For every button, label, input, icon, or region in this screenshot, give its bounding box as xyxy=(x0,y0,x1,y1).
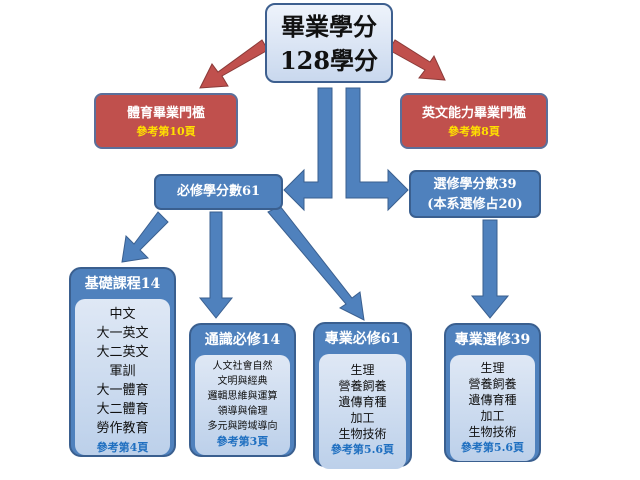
arrow-to-elective xyxy=(345,87,409,212)
major-required-card: 專業必修61 生理 營養飼養 遺傳育種 加工 生物技術 參考第5.6頁 xyxy=(313,322,412,469)
arrow-to-basic xyxy=(121,211,169,263)
arrow-to-pe xyxy=(199,39,269,89)
arrow-to-general xyxy=(198,211,234,319)
total-credits-box: 畢業學分 128學分 xyxy=(265,3,393,83)
arrow-to-major-required xyxy=(267,205,365,321)
major-required-list: 生理 營養飼養 遺傳育種 加工 生物技術 參考第5.6頁 xyxy=(319,354,406,469)
pe-threshold-box: 體育畢業門檻 參考第10頁 xyxy=(94,93,238,149)
arrow-to-required xyxy=(283,87,333,212)
basic-courses-card: 基礎課程14 中文 大一英文 大二英文 軍訓 大一體育 大二體育 勞作教育 參考… xyxy=(69,267,176,457)
elective-credits-box: 選修學分數39 (本系選修占20) xyxy=(409,170,541,218)
major-elective-list: 生理 營養飼養 遺傳育種 加工 生物技術 參考第5.6頁 xyxy=(450,355,535,461)
basic-courses-list: 中文 大一英文 大二英文 軍訓 大一體育 大二體育 勞作教育 參考第4頁 xyxy=(75,299,170,455)
english-threshold-box: 英文能力畢業門檻 參考第8頁 xyxy=(400,93,548,149)
major-elective-card: 專業選修39 生理 營養飼養 遺傳育種 加工 生物技術 參考第5.6頁 xyxy=(444,323,541,462)
arrow-to-major-elective xyxy=(470,219,510,319)
general-education-card: 通識必修14 人文社會自然 文明與經典 邏輯思維與運算 領導與倫理 多元與跨域導… xyxy=(189,323,296,457)
general-education-list: 人文社會自然 文明與經典 邏輯思維與運算 領導與倫理 多元與跨域導向 參考第3頁 xyxy=(195,355,290,455)
arrow-to-english xyxy=(388,39,446,81)
required-credits-box: 必修學分數61 xyxy=(154,174,283,210)
